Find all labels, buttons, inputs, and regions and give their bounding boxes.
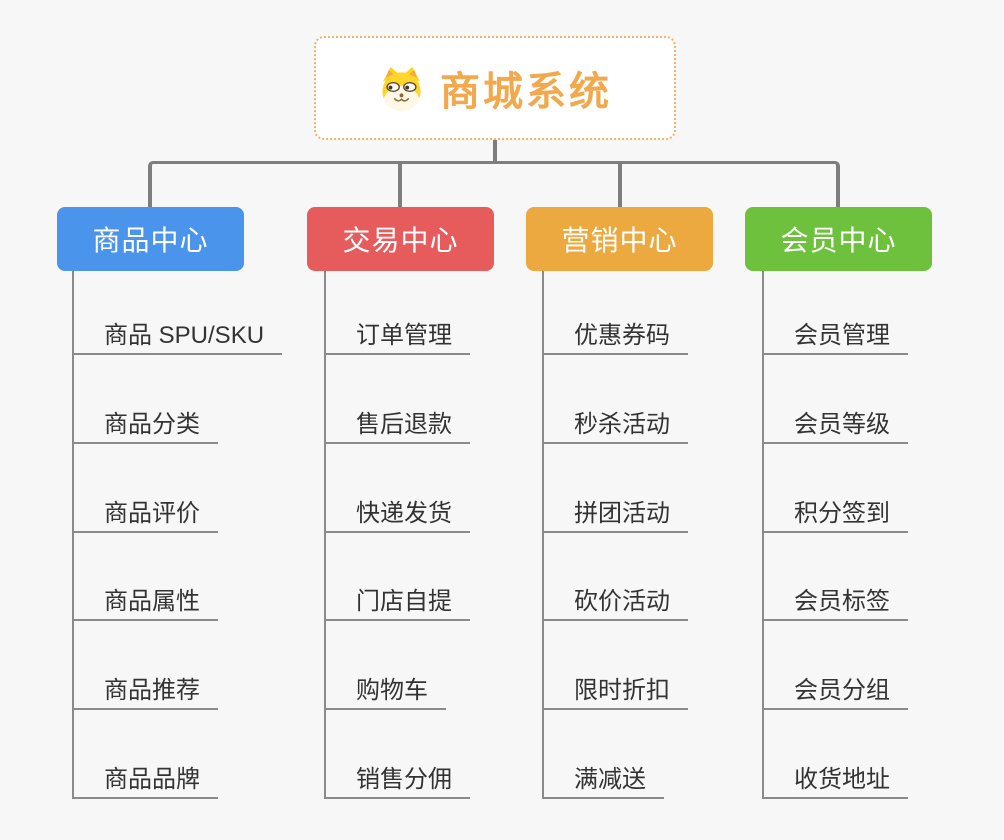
- leaf-node[interactable]: 快递发货: [326, 497, 470, 533]
- leaf-node[interactable]: 秒杀活动: [544, 408, 688, 444]
- branch-node-products[interactable]: 商品中心: [57, 207, 244, 271]
- leaf-node[interactable]: 会员标签: [764, 585, 908, 621]
- leaf-node[interactable]: 商品 SPU/SKU: [74, 319, 283, 355]
- leaf-node[interactable]: 购物车: [326, 674, 446, 710]
- connector-stub-branch-2: [398, 164, 402, 207]
- leaf-node[interactable]: 商品属性: [74, 585, 218, 621]
- branch-node-members[interactable]: 会员中心: [745, 207, 932, 271]
- leaf-node[interactable]: 销售分佣: [326, 763, 470, 799]
- branch-label: 商品中心: [92, 225, 209, 256]
- leaf-node[interactable]: 会员等级: [764, 408, 908, 444]
- leaf-column-members: 会员管理 会员等级 积分签到 会员标签 会员分组 收货地址: [762, 271, 908, 799]
- leaf-column-trade: 订单管理 售后退款 快递发货 门店自提 购物车 销售分佣: [324, 271, 470, 799]
- leaf-node[interactable]: 会员管理: [764, 319, 908, 355]
- branch-label: 营销中心: [561, 225, 678, 256]
- branch-node-marketing[interactable]: 营销中心: [526, 207, 713, 271]
- leaf-node[interactable]: 商品评价: [74, 497, 218, 533]
- leaf-node[interactable]: 优惠券码: [544, 319, 688, 355]
- leaf-node[interactable]: 满减送: [544, 763, 664, 799]
- leaf-node[interactable]: 积分签到: [764, 497, 908, 533]
- leaf-node[interactable]: 商品品牌: [74, 763, 218, 799]
- leaf-node[interactable]: 商品分类: [74, 408, 218, 444]
- leaf-node[interactable]: 收货地址: [764, 763, 908, 799]
- dog-face-icon: [382, 66, 421, 111]
- leaf-node[interactable]: 订单管理: [326, 319, 470, 355]
- leaf-node[interactable]: 门店自提: [326, 585, 470, 621]
- leaf-node[interactable]: 会员分组: [764, 674, 908, 710]
- leaf-column-products: 商品 SPU/SKU 商品分类 商品评价 商品属性 商品推荐 商品品牌: [72, 271, 283, 799]
- leaf-column-marketing: 优惠券码 秒杀活动 拼团活动 砍价活动 限时折扣 满减送: [542, 271, 688, 799]
- root-node[interactable]: 商城系统: [314, 36, 676, 140]
- leaf-node[interactable]: 商品推荐: [74, 674, 218, 710]
- branch-label: 交易中心: [342, 225, 459, 256]
- leaf-node[interactable]: 拼团活动: [544, 497, 688, 533]
- branch-label: 会员中心: [780, 225, 897, 256]
- leaf-node[interactable]: 售后退款: [326, 408, 470, 444]
- connector-stub-branch-3: [618, 164, 622, 207]
- leaf-node[interactable]: 限时折扣: [544, 674, 688, 710]
- connector-root-stub: [493, 139, 497, 161]
- root-title: 商城系统: [440, 70, 612, 114]
- branch-node-trade[interactable]: 交易中心: [307, 207, 494, 271]
- leaf-node[interactable]: 砍价活动: [544, 585, 688, 621]
- connector-bus: [148, 161, 840, 207]
